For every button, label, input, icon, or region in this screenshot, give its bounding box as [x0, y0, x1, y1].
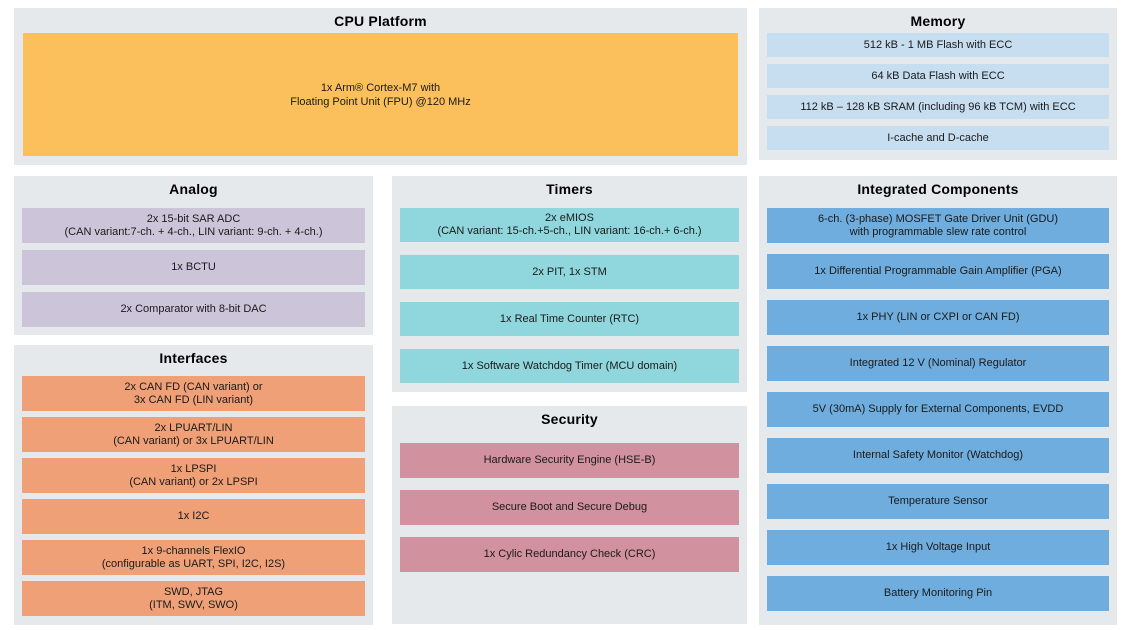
section-title-cpu-platform: CPU Platform: [334, 13, 427, 29]
section-interfaces: Interfaces 2x CAN FD (CAN variant) or 3x…: [14, 345, 373, 625]
feature-block-integrated: Temperature Sensor: [767, 484, 1109, 519]
feature-block-integrated: 6-ch. (3-phase) MOSFET Gate Driver Unit …: [767, 208, 1109, 243]
feature-block-integrated: Internal Safety Monitor (Watchdog): [767, 438, 1109, 473]
feature-block-analog: 2x 15-bit SAR ADC (CAN variant:7-ch. + 4…: [22, 208, 365, 243]
feature-block-memory: 112 kB – 128 kB SRAM (including 96 kB TC…: [767, 95, 1109, 119]
feature-block-security: Secure Boot and Secure Debug: [400, 490, 739, 525]
feature-block-integrated: 1x PHY (LIN or CXPI or CAN FD): [767, 300, 1109, 335]
section-title-analog: Analog: [169, 181, 218, 197]
section-timers: Timers 2x eMIOS (CAN variant: 15-ch.+5-c…: [392, 176, 747, 392]
feature-block-integrated: 1x High Voltage Input: [767, 530, 1109, 565]
section-analog: Analog 2x 15-bit SAR ADC (CAN variant:7-…: [14, 176, 373, 335]
feature-block-security: 1x Cylic Redundancy Check (CRC): [400, 537, 739, 572]
section-cpu-platform: CPU Platform 1x Arm® Cortex-M7 with Floa…: [14, 8, 747, 165]
feature-block-timer: 1x Real Time Counter (RTC): [400, 302, 739, 336]
feature-block-timer: 2x eMIOS (CAN variant: 15-ch.+5-ch., LIN…: [400, 208, 739, 242]
feature-block-timer: 1x Software Watchdog Timer (MCU domain): [400, 349, 739, 383]
feature-block-memory: 64 kB Data Flash with ECC: [767, 64, 1109, 88]
feature-block-integrated: Integrated 12 V (Nominal) Regulator: [767, 346, 1109, 381]
section-title-memory: Memory: [910, 13, 966, 29]
feature-block-integrated: 5V (30mA) Supply for External Components…: [767, 392, 1109, 427]
section-memory: Memory 512 kB - 1 MB Flash with ECC 64 k…: [759, 8, 1117, 160]
section-security: Security Hardware Security Engine (HSE-B…: [392, 406, 747, 624]
feature-block-interface: 1x 9-channels FlexIO (configurable as UA…: [22, 540, 365, 575]
section-title-integrated-components: Integrated Components: [857, 181, 1019, 197]
feature-block-analog: 2x Comparator with 8-bit DAC: [22, 292, 365, 327]
section-title-security: Security: [541, 411, 598, 427]
feature-block-interface: 1x I2C: [22, 499, 365, 534]
section-title-interfaces: Interfaces: [159, 350, 228, 366]
feature-block-interface: SWD, JTAG (ITM, SWV, SWO): [22, 581, 365, 616]
section-title-timers: Timers: [546, 181, 593, 197]
feature-block-interface: 2x LPUART/LIN (CAN variant) or 3x LPUART…: [22, 417, 365, 452]
feature-block-interface: 2x CAN FD (CAN variant) or 3x CAN FD (LI…: [22, 376, 365, 411]
feature-block-timer: 2x PIT, 1x STM: [400, 255, 739, 289]
feature-block-memory: 512 kB - 1 MB Flash with ECC: [767, 33, 1109, 57]
feature-block-analog: 1x BCTU: [22, 250, 365, 285]
feature-block-security: Hardware Security Engine (HSE-B): [400, 443, 739, 478]
feature-block-interface: 1x LPSPI (CAN variant) or 2x LPSPI: [22, 458, 365, 493]
feature-block-integrated: 1x Differential Programmable Gain Amplif…: [767, 254, 1109, 289]
section-integrated-components: Integrated Components 6-ch. (3-phase) MO…: [759, 176, 1117, 625]
feature-block-integrated: Battery Monitoring Pin: [767, 576, 1109, 611]
feature-block-memory: I-cache and D-cache: [767, 126, 1109, 150]
feature-block-cpu-core: 1x Arm® Cortex-M7 with Floating Point Un…: [23, 33, 738, 156]
